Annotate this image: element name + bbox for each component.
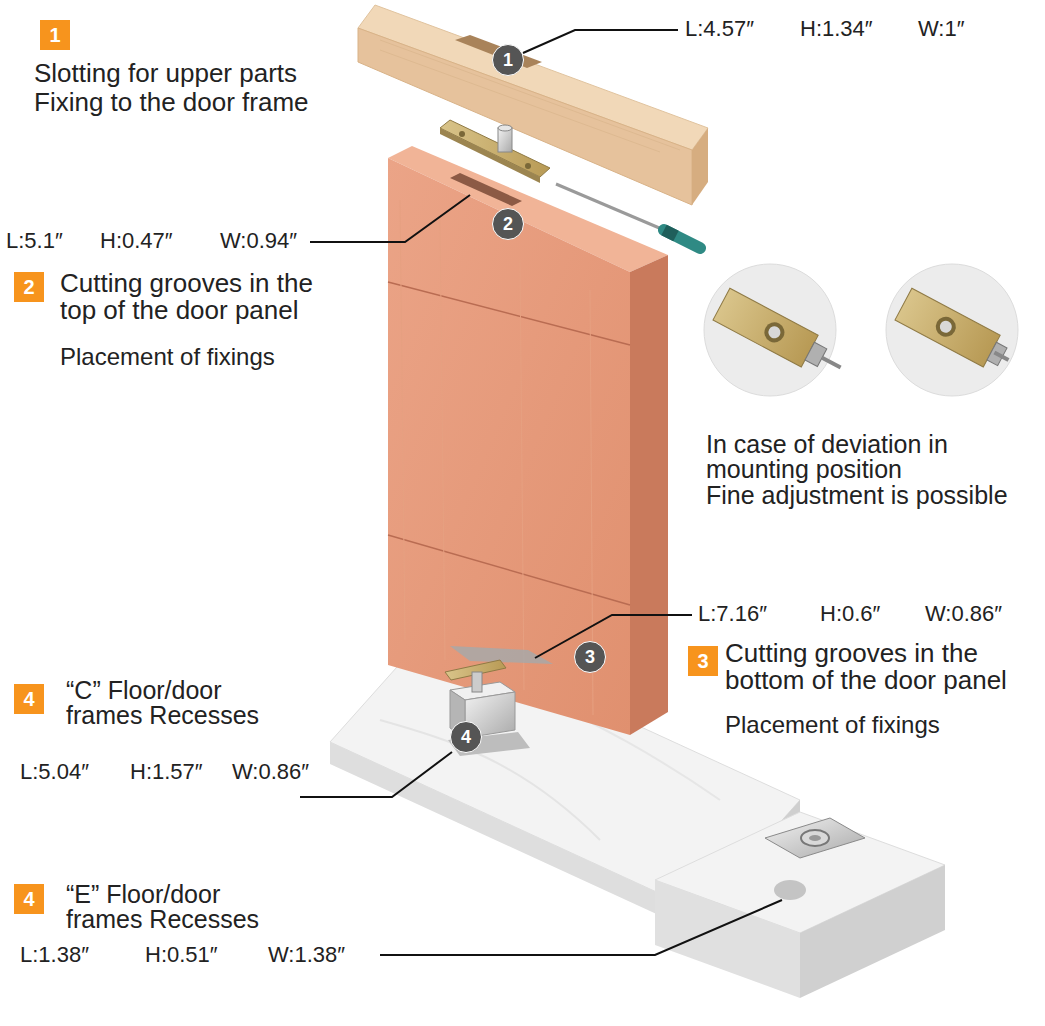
adjustment-detail-left: [704, 264, 849, 396]
dimension-label: H:1.34″: [800, 16, 873, 42]
step-heading: Fixing to the door frame: [34, 87, 309, 117]
leader-line: [523, 30, 678, 53]
dimension-label: W:0.86″: [925, 601, 1002, 627]
callout-number: 4: [450, 721, 482, 753]
callout-text: 3: [585, 647, 595, 668]
dimension-label: W:0.94″: [220, 228, 297, 254]
step-badge: 3: [688, 646, 718, 676]
dimension-label: H:0.51″: [145, 942, 218, 968]
dimension-label: H:0.47″: [100, 228, 173, 254]
floor-closer-device: [445, 660, 530, 756]
step-heading: Cutting grooves in the bottom of the doo…: [725, 640, 1030, 694]
floor-slab-small: [655, 812, 945, 998]
dimension-label: W:1″: [918, 16, 965, 42]
leader-line: [380, 900, 782, 955]
callout-number: 3: [574, 641, 606, 673]
callout-text: 4: [461, 727, 471, 748]
dimension-label: L:5.1″: [6, 228, 63, 254]
dimension-label: L:4.57″: [685, 16, 754, 42]
leader-line: [310, 195, 470, 242]
note-text: Fine adjustment is possible: [706, 481, 1008, 509]
callout-number: 1: [492, 44, 524, 76]
dimension-label: W:1.38″: [268, 942, 345, 968]
dimension-label: W:0.86″: [232, 759, 309, 785]
step-number: 4: [23, 688, 34, 711]
door-panel: [388, 146, 668, 735]
adjustment-detail-right: [886, 264, 1018, 396]
step-heading: “E” Floor/door frames Recesses: [66, 882, 281, 932]
leader-line: [300, 752, 452, 797]
dimension-label: L:5.04″: [20, 759, 89, 785]
callout-number: 2: [492, 208, 524, 240]
step-badge: 2: [14, 272, 44, 302]
step-number: 3: [697, 650, 708, 673]
note-text: In case of deviation in mounting positio…: [706, 432, 1026, 482]
dimension-label: H:0.6″: [820, 601, 880, 627]
dimension-label: L:7.16″: [698, 601, 767, 627]
step-note: Placement of fixings: [60, 343, 275, 371]
step-number: 2: [23, 276, 34, 299]
step-badge: 4: [14, 884, 44, 914]
dimension-label: H:1.57″: [130, 759, 203, 785]
callout-text: 2: [503, 214, 513, 235]
step-number: 1: [49, 24, 60, 47]
dimension-label: L:1.38″: [20, 942, 89, 968]
step-badge: 4: [14, 684, 44, 714]
step-heading: “C” Floor/door frames Recesses: [66, 678, 281, 728]
step-note: Placement of fixings: [725, 711, 940, 739]
step-badge: 1: [40, 20, 70, 50]
step-number: 4: [23, 888, 34, 911]
callout-text: 1: [503, 50, 513, 71]
step-heading: Slotting for upper parts: [34, 58, 297, 88]
leader-line: [535, 615, 692, 658]
step-heading: Cutting grooves in the top of the door p…: [60, 270, 345, 324]
